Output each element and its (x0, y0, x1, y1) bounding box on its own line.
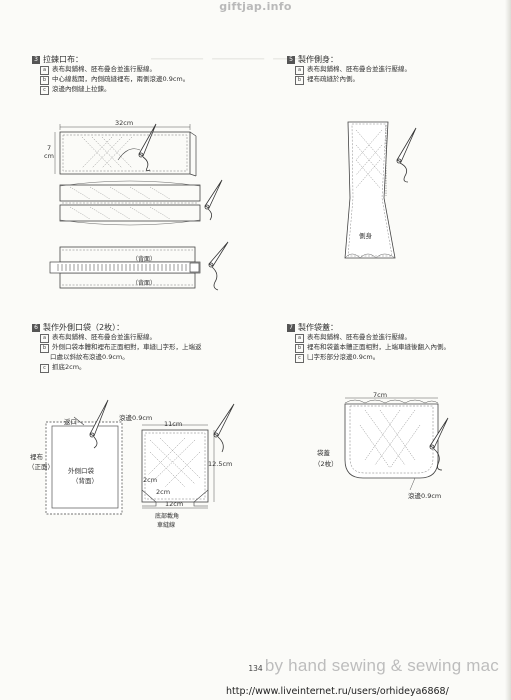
label-pocket-back: （背面） (72, 477, 98, 485)
section-number: 3 (32, 55, 40, 64)
needle-icon (208, 241, 229, 291)
label-binding-pocket: 滾邊0.9cm (119, 414, 153, 422)
label-zip-height-unit: cm (44, 152, 54, 160)
needle-icon (396, 127, 417, 183)
footer-watermark: by hand sewing & sewing mac (264, 656, 499, 675)
label-dart-2cm-a: 2cm (143, 476, 158, 484)
label-height-125: 12.5cm (208, 460, 233, 468)
label-width-11: 11cm (164, 420, 183, 428)
label-lining: 裡布 (30, 453, 43, 461)
needle-icon (204, 179, 223, 221)
label-width-12: 12cm (165, 500, 184, 508)
needle-icon (138, 123, 157, 172)
section-title: 拉鍊口布： (43, 55, 83, 64)
label-return-opening: 返口 (64, 418, 77, 426)
label-pocket-front: 外側口袋 (68, 467, 94, 475)
section-number: 6 (32, 323, 40, 332)
label-sew-note-1: 底部載角 (155, 513, 180, 520)
label-flap-width: 7cm (373, 391, 388, 399)
needle-icon (89, 399, 109, 449)
page-edge-shadow (505, 0, 511, 700)
label-back-bottom: （背面） (132, 280, 157, 287)
label-side-panel: 側身 (359, 232, 372, 240)
section-number: 7 (287, 323, 295, 332)
section-title: 製作側身： (298, 55, 338, 64)
watermark-site: giftjap.info (219, 0, 292, 13)
label-lining-face: （正面） (28, 463, 54, 471)
label-zip-height: 7 (47, 144, 52, 152)
label-flap-count: （2枚） (314, 460, 338, 468)
needle-icon (429, 417, 449, 471)
source-url: http://www.liveinternet.ru/users/orhidey… (226, 686, 449, 697)
label-dart-2cm-b: 2cm (156, 488, 171, 496)
label-flap: 袋蓋 (317, 449, 330, 457)
section-number: 5 (287, 55, 295, 64)
section-title: 製作外側口袋（2枚）： (43, 323, 125, 332)
needle-icon (213, 403, 235, 453)
step-b-continued: 口處以斜紋布滾邊0.9cm。 (50, 353, 129, 361)
label-binding-flap: 滾邊0.9cm (408, 492, 442, 500)
label-zip-width: 32cm (115, 119, 134, 127)
label-sew-note-2: 車縫線 (157, 522, 176, 529)
label-back-top: （背面） (132, 256, 157, 263)
page-number: 134 (248, 664, 263, 673)
section-title: 製作袋蓋： (298, 323, 338, 332)
